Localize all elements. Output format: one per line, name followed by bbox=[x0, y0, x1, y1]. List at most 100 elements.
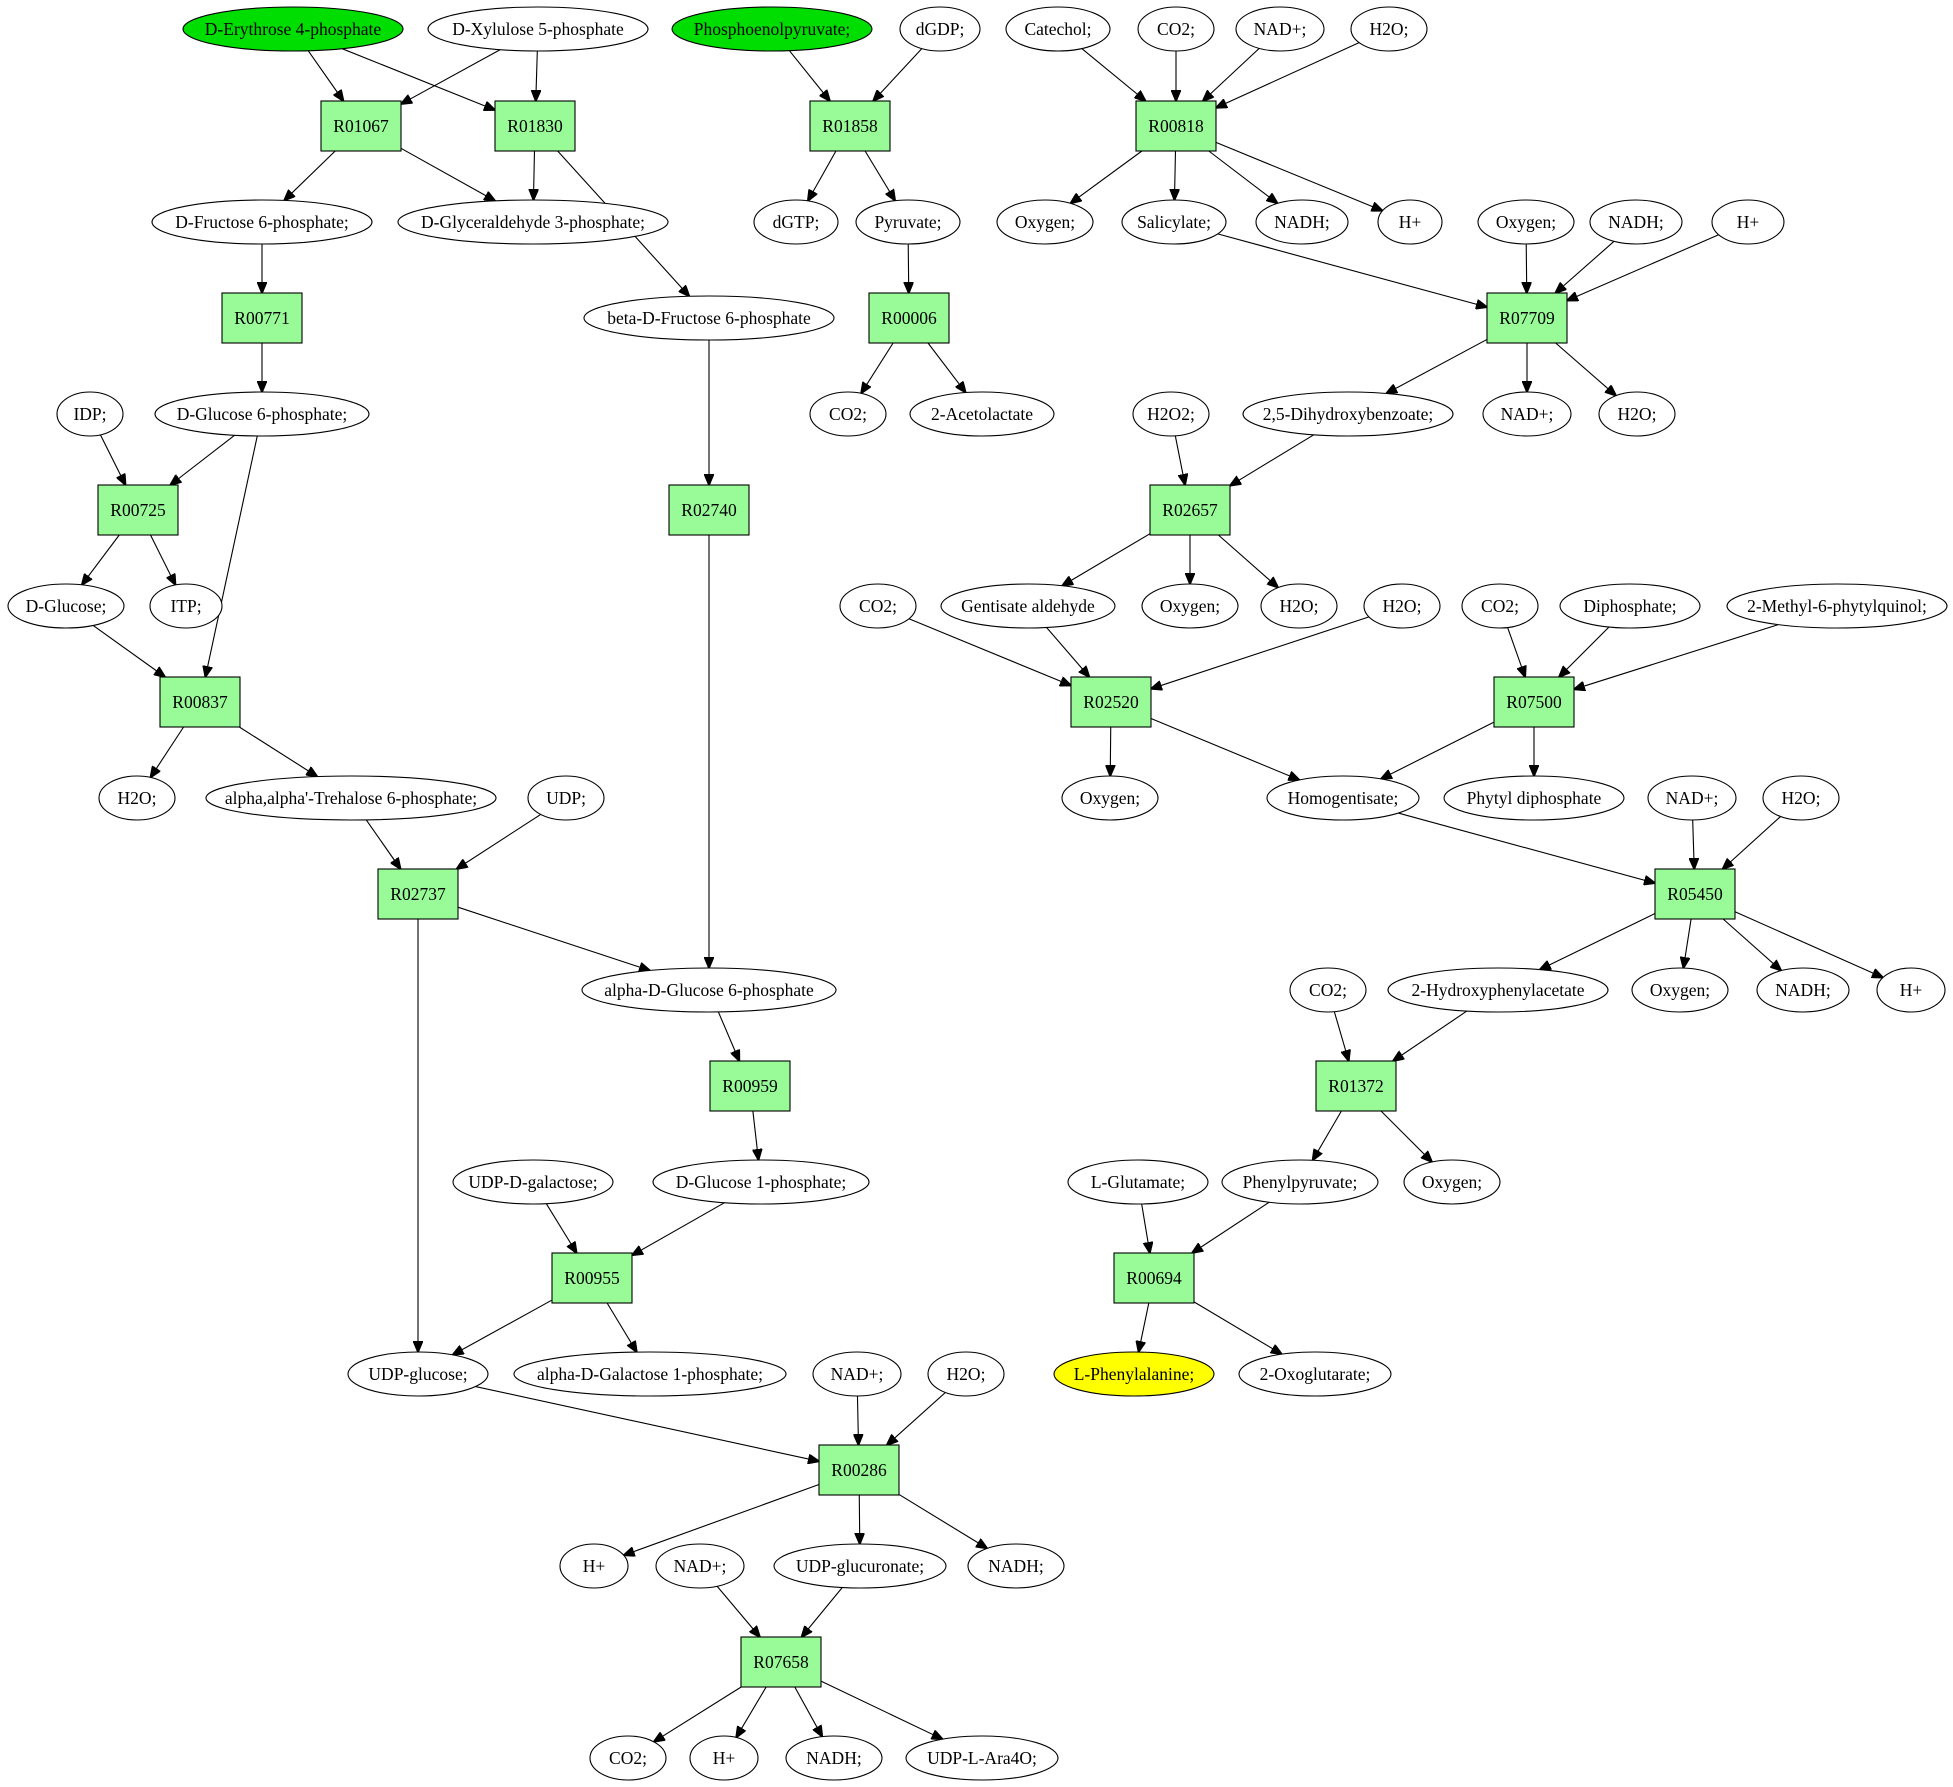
reaction-node-r01858: R01858 bbox=[809, 100, 891, 152]
node-label: D-Glyceraldehyde 3-phosphate; bbox=[421, 212, 645, 232]
metabolite-ellipse bbox=[967, 1543, 1065, 1589]
metabolite-ellipse bbox=[151, 199, 373, 245]
reaction-box bbox=[320, 100, 402, 152]
edge-r00955-to-udpglc bbox=[453, 1299, 553, 1355]
edge-e4p-to-r01067 bbox=[307, 50, 343, 101]
node-label: Homogentisate; bbox=[1288, 788, 1399, 808]
node-label: R00694 bbox=[1126, 1268, 1182, 1288]
node-label: UDP-glucuronate; bbox=[796, 1556, 924, 1576]
metabolite-node-co2_d: CO2; bbox=[1461, 583, 1539, 629]
metabolite-node-lphe: L-Phenylalanine; bbox=[1053, 1351, 1215, 1397]
reaction-box bbox=[1493, 676, 1575, 728]
metabolite-node-nadp_c: NAD+; bbox=[1647, 775, 1737, 821]
edge-r00818-to-nadh_a bbox=[1208, 150, 1278, 203]
node-label: dGDP; bbox=[916, 19, 965, 39]
reaction-box bbox=[1113, 1252, 1195, 1304]
metabolite-ellipse bbox=[927, 1351, 1005, 1397]
node-label: Oxygen; bbox=[1496, 212, 1556, 232]
metabolite-ellipse bbox=[397, 199, 669, 245]
edge-r00694-to-oxoglutarate bbox=[1193, 1301, 1282, 1354]
metabolite-ellipse bbox=[785, 1735, 883, 1781]
edge-g1p-to-r00955 bbox=[632, 1202, 725, 1256]
metabolite-ellipse bbox=[1242, 391, 1454, 437]
metabolite-node-dhb: 2,5-Dihydroxybenzoate; bbox=[1242, 391, 1454, 437]
node-label: 2-Acetolactate bbox=[931, 404, 1033, 424]
metabolite-node-h2o_a: H2O; bbox=[1350, 6, 1428, 52]
edge-r00286-to-udpgluc bbox=[859, 1494, 860, 1544]
reaction-node-r00006: R00006 bbox=[868, 292, 950, 344]
reaction-box bbox=[868, 292, 950, 344]
reaction-box bbox=[709, 1060, 791, 1112]
edge-r01858-to-pyruvate bbox=[864, 150, 895, 201]
reaction-node-r07500: R07500 bbox=[1493, 676, 1575, 728]
edge-r00286-to-nadh_d bbox=[898, 1493, 987, 1548]
metabolite-ellipse bbox=[753, 199, 839, 245]
edge-nadp_c-to-r05450 bbox=[1693, 819, 1695, 869]
node-label: H2O; bbox=[1370, 19, 1409, 39]
metabolite-node-h2o_g: H2O; bbox=[927, 1351, 1005, 1397]
node-label: NADH; bbox=[1775, 980, 1830, 1000]
metabolite-ellipse bbox=[1141, 583, 1239, 629]
metabolite-ellipse bbox=[1053, 1351, 1215, 1397]
metabolite-ellipse bbox=[347, 1351, 489, 1397]
reaction-box bbox=[159, 676, 241, 728]
metabolite-ellipse bbox=[1631, 967, 1729, 1013]
reaction-box bbox=[1654, 868, 1736, 920]
node-label: Gentisate aldehyde bbox=[961, 596, 1095, 616]
metabolite-node-oxygen_e: Oxygen; bbox=[1631, 967, 1729, 1013]
edge-nadp_a-to-r00818 bbox=[1203, 47, 1260, 101]
node-label: NADH; bbox=[1608, 212, 1663, 232]
edge-r05450-to-oxygen_e bbox=[1683, 918, 1692, 968]
node-label: H+ bbox=[713, 1748, 736, 1768]
metabolite-node-pep: Phosphoenolpyruvate; bbox=[671, 6, 873, 52]
metabolite-ellipse bbox=[1647, 775, 1737, 821]
node-label: R01830 bbox=[507, 116, 563, 136]
metabolite-ellipse bbox=[855, 199, 961, 245]
metabolite-ellipse bbox=[655, 1543, 745, 1589]
node-label: H2O; bbox=[1782, 788, 1821, 808]
edge-trehalose6p-to-r02737 bbox=[365, 819, 400, 869]
node-label: Pyruvate; bbox=[874, 212, 941, 232]
edge-dgdp-to-r01858 bbox=[873, 48, 923, 101]
metabolite-ellipse bbox=[1067, 1159, 1209, 1205]
edge-r00006-to-co2_b bbox=[861, 342, 894, 393]
node-label: ITP; bbox=[170, 596, 201, 616]
node-label: R05450 bbox=[1667, 884, 1723, 904]
metabolite-node-nadh_e: NADH; bbox=[785, 1735, 883, 1781]
node-label: Oxygen; bbox=[1015, 212, 1075, 232]
node-label: R07500 bbox=[1506, 692, 1562, 712]
reaction-node-r07709: R07709 bbox=[1486, 292, 1568, 344]
node-label: NADH; bbox=[988, 1556, 1043, 1576]
edge-x5p-to-r01067 bbox=[401, 49, 501, 104]
metabolite-node-h2o_b: H2O; bbox=[1598, 391, 1676, 437]
metabolite-node-g3p: D-Glyceraldehyde 3-phosphate; bbox=[397, 199, 669, 245]
metabolite-node-ag6p: alpha-D-Glucose 6-phosphate bbox=[581, 967, 837, 1013]
metabolite-node-h2o_c: H2O; bbox=[1260, 583, 1338, 629]
node-label: R01372 bbox=[1328, 1076, 1383, 1096]
edge-salicylate-to-r07709 bbox=[1217, 233, 1487, 307]
reaction-box bbox=[1149, 484, 1231, 536]
node-label: R01067 bbox=[333, 116, 389, 136]
metabolite-node-hplus_a: H+ bbox=[1377, 199, 1443, 245]
node-label: R02740 bbox=[681, 500, 737, 520]
node-label: D-Glucose; bbox=[26, 596, 107, 616]
edge-pyruvate-to-r00006 bbox=[908, 243, 909, 293]
node-label: D-Xylulose 5-phosphate bbox=[452, 19, 624, 39]
reaction-node-r01067: R01067 bbox=[320, 100, 402, 152]
node-label: R07709 bbox=[1499, 308, 1555, 328]
edge-phenylpyruvate-to-r00694 bbox=[1192, 1201, 1270, 1253]
metabolite-node-oxygen_c: Oxygen; bbox=[1141, 583, 1239, 629]
node-label: R00725 bbox=[110, 500, 166, 520]
node-label: H+ bbox=[1737, 212, 1760, 232]
node-label: Phenylpyruvate; bbox=[1243, 1172, 1358, 1192]
node-label: dGTP; bbox=[773, 212, 820, 232]
metabolite-ellipse bbox=[452, 1159, 614, 1205]
edge-co2_e-to-r01372 bbox=[1333, 1011, 1348, 1061]
edge-udpglc-to-r00286 bbox=[475, 1385, 819, 1462]
edge-r01858-to-dgtp bbox=[808, 150, 837, 201]
edge-r00837-to-trehalose6p bbox=[239, 726, 317, 777]
edge-r02657-to-h2o_c bbox=[1218, 534, 1278, 588]
metabolite-node-dgdp: dGDP; bbox=[899, 6, 981, 52]
node-label: alpha-D-Galactose 1-phosphate; bbox=[537, 1364, 763, 1384]
edge-r07658-to-co2_f bbox=[654, 1686, 742, 1742]
